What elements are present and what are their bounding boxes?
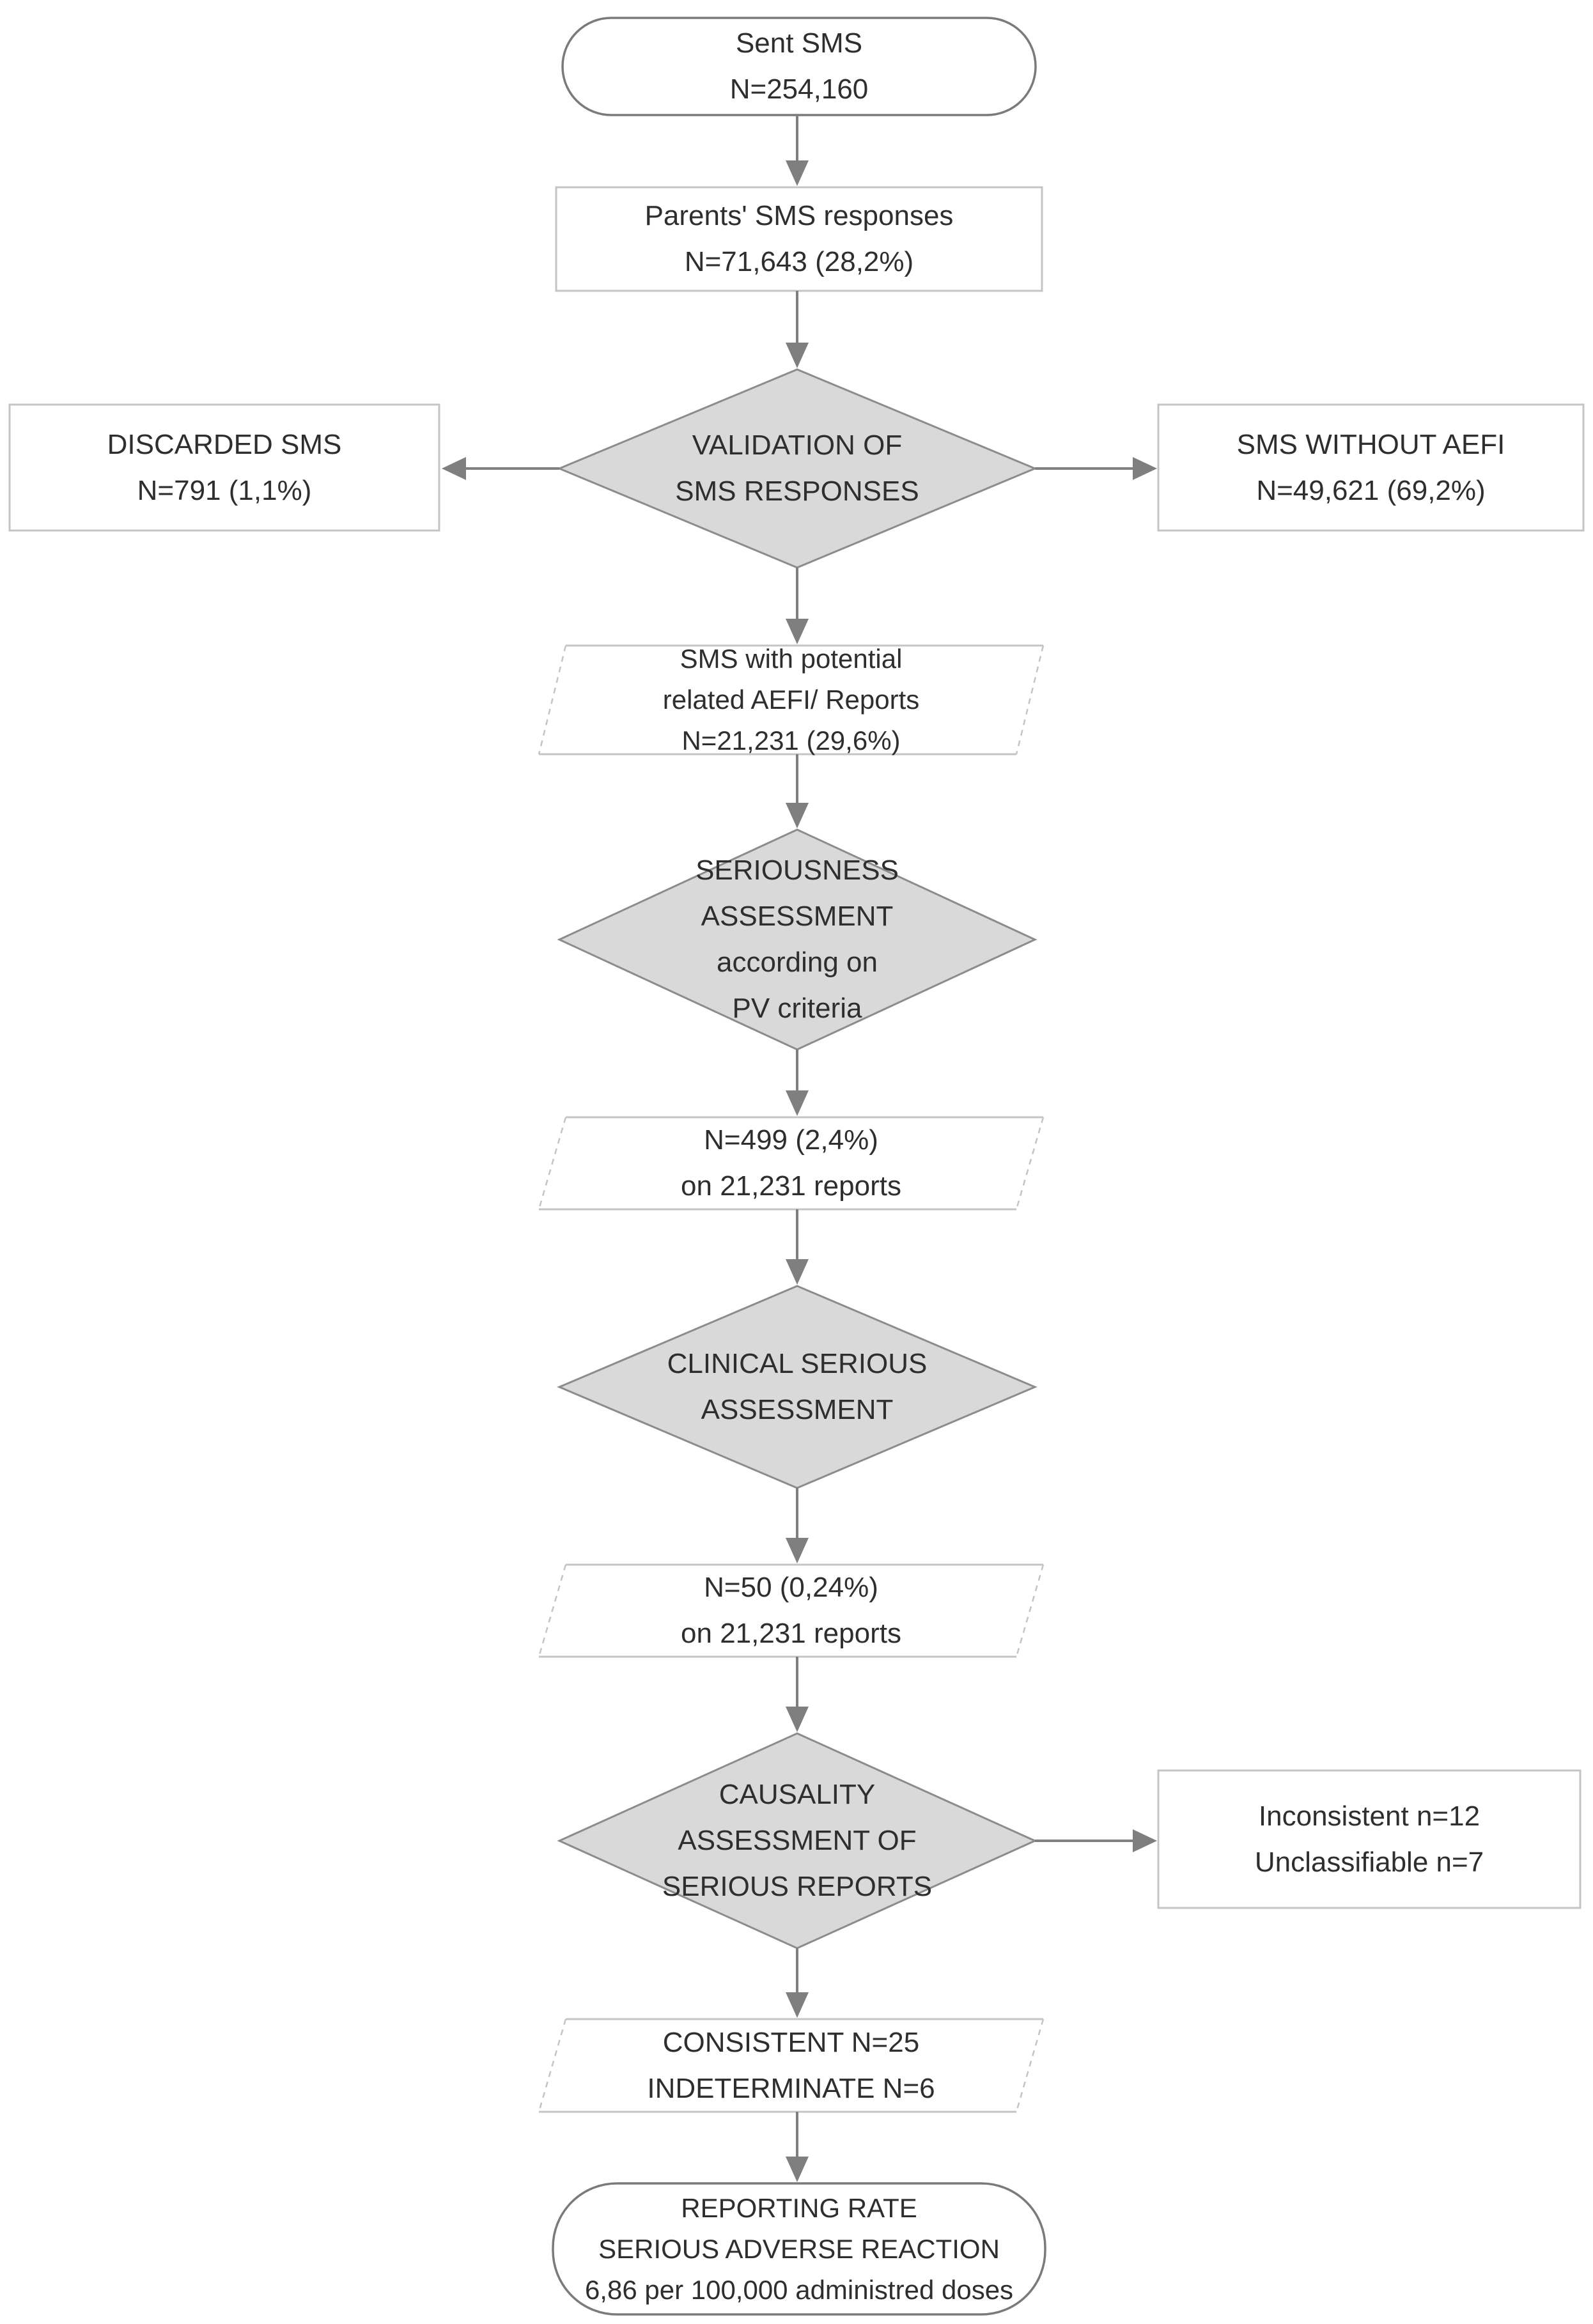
decision-causality: CAUSALITY ASSESSMENT OF SERIOUS REPORTS — [559, 1733, 1035, 1948]
node-text-line: SERIOUS ADVERSE REACTION — [598, 2233, 1000, 2264]
terminator-reporting-rate-shape — [552, 2182, 1046, 2316]
io-pv-serious-shape — [538, 1116, 1045, 1211]
terminator-sent-sms: Sent SMS N=254,160 — [563, 18, 1036, 115]
arrow-consistent-to-reporting-rate — [786, 2112, 809, 2182]
node-text-line: REPORTING RATE — [681, 2192, 917, 2223]
arrow-responses-to-validation — [786, 291, 809, 368]
io-clinical-serious-shape — [538, 1563, 1045, 1658]
node-text-line: N=49,621 (69,2%) — [1256, 474, 1486, 506]
node-text-line: Inconsistent n=12 — [1258, 1800, 1480, 1832]
node-text-line: N=791 (1,1%) — [137, 474, 312, 506]
node-text-line: 6,86 per 100,000 administred doses — [584, 2274, 1014, 2305]
node-text-line: N=21,231 (29,6%) — [681, 725, 901, 755]
arrow-pv-serious-to-clinical — [786, 1209, 809, 1285]
node-text-line: N=50 (0,24%) — [704, 1572, 878, 1603]
arrow-causality-to-excluded — [1035, 1829, 1157, 1852]
io-consistent: CONSISTENT N=25 INDETERMINATE N=6 — [539, 2019, 1043, 2112]
process-without-aefi: SMS WITHOUT AEFI N=49,621 (69,2%) — [1158, 405, 1583, 531]
node-text-line: INDETERMINATE N=6 — [647, 2072, 935, 2104]
arrow-clinical-to-clinical-serious — [786, 1488, 809, 1563]
node-text-line: N=71,643 (28,2%) — [684, 246, 914, 277]
arrow-potential-to-seriousness — [786, 754, 809, 828]
node-text-line: N=254,160 — [729, 74, 869, 105]
node-text-line: Parents' SMS responses — [644, 200, 954, 231]
node-text-line: SMS with potential — [680, 644, 903, 674]
process-parents-responses: Parents' SMS responses N=71,643 (28,2%) — [556, 187, 1042, 291]
process-parents-responses-shape — [555, 186, 1043, 292]
process-discarded: DISCARDED SMS N=791 (1,1%) — [10, 405, 439, 531]
node-text-line: VALIDATION OF — [692, 430, 903, 461]
process-causality-excluded-shape — [1157, 1769, 1581, 1909]
arrow-validation-to-discarded — [442, 457, 559, 480]
io-clinical-serious: N=50 (0,24%) on 21,231 reports — [539, 1565, 1043, 1657]
node-text-line: DISCARDED SMS — [107, 428, 342, 460]
node-text-line: on 21,231 reports — [681, 1170, 901, 1202]
node-text-line: ASSESSMENT OF — [678, 1825, 917, 1856]
node-text-line: ASSESSMENT — [701, 1394, 894, 1425]
process-discarded-shape — [8, 403, 440, 532]
decision-clinical: CLINICAL SERIOUS ASSESSMENT — [559, 1286, 1035, 1488]
io-pv-serious: N=499 (2,4%) on 21,231 reports — [539, 1117, 1043, 1209]
node-text-line: Unclassifiable n=7 — [1254, 1846, 1484, 1878]
decision-seriousness: SERIOUSNESS ASSESSMENT according on PV c… — [559, 830, 1035, 1050]
node-text-line: SMS WITHOUT AEFI — [1236, 428, 1505, 460]
process-causality-excluded: Inconsistent n=12 Unclassifiable n=7 — [1158, 1770, 1580, 1908]
decision-validation: VALIDATION OF SMS RESPONSES — [559, 369, 1035, 568]
arrow-clinical-serious-to-causality — [786, 1657, 809, 1732]
process-without-aefi-shape — [1157, 403, 1585, 532]
node-text-line: CONSISTENT N=25 — [662, 2026, 920, 2058]
terminator-sent-sms-shape — [561, 17, 1037, 116]
arrow-causality-to-consistent — [786, 1948, 809, 2018]
terminator-reporting-rate: REPORTING RATE SERIOUS ADVERSE REACTION … — [553, 2183, 1045, 2314]
node-text-line: CLINICAL SERIOUS — [667, 1348, 928, 1379]
node-text-line: SMS RESPONSES — [675, 476, 919, 507]
node-text-line: on 21,231 reports — [681, 1618, 901, 1649]
arrow-sent-to-responses — [786, 115, 809, 186]
node-text-line: ASSESSMENT — [701, 901, 894, 932]
io-potential-aefi-shape — [538, 644, 1045, 755]
node-text-line: related AEFI/ Reports — [662, 685, 920, 715]
arrow-seriousness-to-pv-serious — [786, 1050, 809, 1116]
node-text-line: PV criteria — [732, 993, 862, 1024]
node-text-line: Sent SMS — [735, 27, 863, 59]
arrow-validation-to-potential-aefi — [786, 568, 809, 644]
node-text-line: SERIOUSNESS — [695, 855, 899, 886]
node-text-line: N=499 (2,4%) — [704, 1124, 878, 1156]
node-text-line: according on — [717, 947, 878, 978]
io-consistent-shape — [538, 2018, 1045, 2113]
arrow-validation-to-without-aefi — [1035, 457, 1157, 480]
node-text-line: SERIOUS REPORTS — [662, 1871, 933, 1902]
node-text-line: CAUSALITY — [719, 1779, 876, 1810]
io-potential-aefi: SMS with potential related AEFI/ Reports… — [539, 644, 1043, 755]
